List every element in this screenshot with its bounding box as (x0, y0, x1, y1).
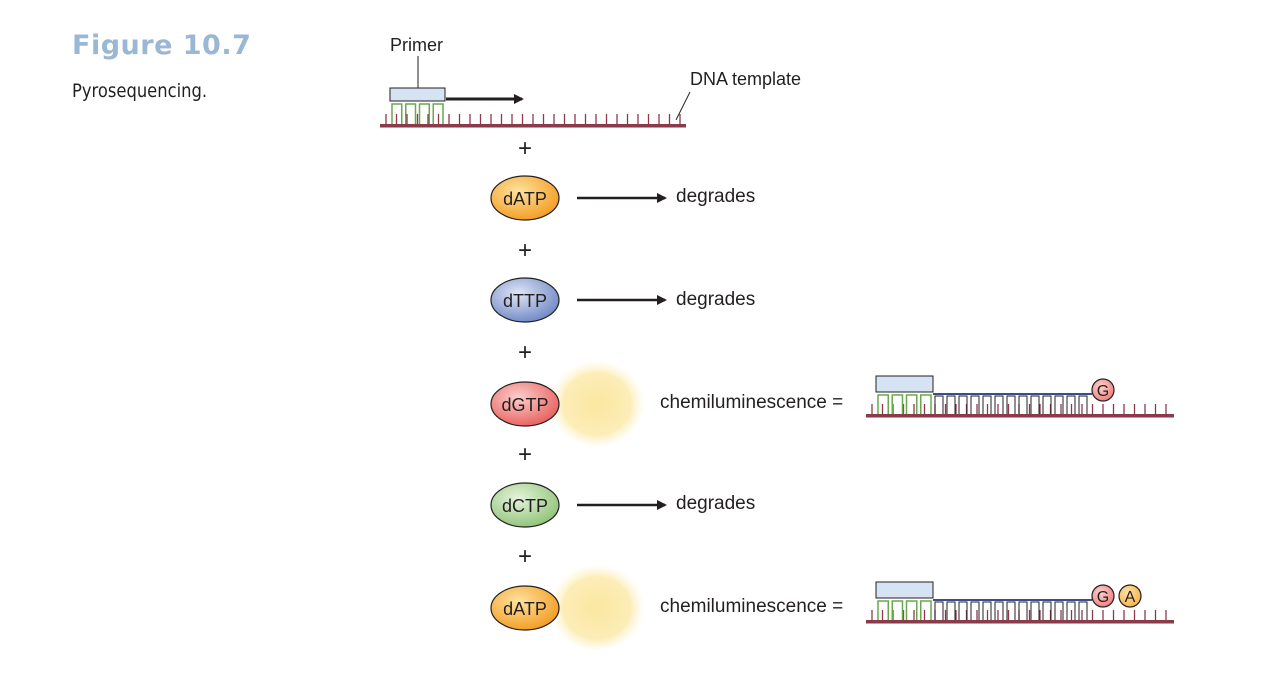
template-backbone (866, 620, 1174, 624)
added-base-g (1091, 378, 1115, 402)
primer-base-pair (418, 103, 430, 124)
new-strand-base-pair (958, 601, 968, 620)
plus-sign: + (518, 339, 532, 366)
light-glow (549, 360, 645, 448)
plus-sign: + (518, 543, 532, 570)
primer-template-complex: Primer DNA template (380, 35, 801, 128)
new-strand-base-pair (946, 395, 956, 414)
added-base-label: A (1125, 589, 1136, 606)
new-strand-base-pair (1066, 601, 1076, 620)
new-strand-base-pair (1006, 395, 1016, 414)
new-strand-base-pair (1042, 395, 1052, 414)
dna-template-strand (380, 114, 686, 128)
dttp-nucleotide (490, 277, 560, 323)
new-strand-base-pair (994, 601, 1004, 620)
primer-base-pair (405, 103, 417, 124)
result-label: degrades (676, 289, 755, 310)
extended-strand-g: G (866, 375, 1174, 418)
new-strand-base-pair (934, 395, 944, 414)
step-datp-degrades: dATP degrades (490, 175, 755, 221)
primer-base-pair (905, 600, 918, 620)
primer-base-pair (877, 394, 889, 414)
new-strand-base-pair (1018, 601, 1028, 620)
figure-title: Figure 10.7 (72, 30, 252, 61)
nucleotide-label: dATP (503, 599, 547, 619)
dctp-nucleotide (490, 482, 560, 528)
nucleotide-label: dCTP (502, 496, 548, 516)
step-dctp-degrades: dCTP degrades (490, 482, 755, 528)
primer-base-pair (920, 394, 932, 414)
new-strand-base-pair (934, 601, 944, 620)
dgtp-nucleotide (490, 381, 560, 427)
plus-sign: + (518, 237, 532, 264)
primer-base-pair (920, 600, 932, 620)
primer-base-pair (391, 103, 403, 124)
primer-label: Primer (390, 35, 443, 55)
added-base-label: G (1097, 589, 1109, 606)
new-strand-base-pair (1030, 395, 1040, 414)
primer (389, 87, 446, 124)
new-strand-base-pair (970, 395, 980, 414)
new-strand-base-pair (1054, 395, 1064, 414)
new-strand-base-pair (1078, 601, 1088, 620)
added-base-a (1118, 584, 1142, 608)
primer-base-pair (432, 103, 444, 124)
template-label: DNA template (690, 69, 801, 89)
datp-nucleotide (490, 585, 560, 631)
new-strand-base-pair (994, 395, 1004, 414)
template-leader-line (675, 91, 691, 121)
primer-block (875, 375, 934, 393)
new-strand-base-pair (946, 601, 956, 620)
new-strand-base-pair (1018, 395, 1028, 414)
plus-sign: + (518, 135, 532, 162)
new-strand-base-pair (1030, 601, 1040, 620)
result-label: chemiluminescence = (660, 392, 843, 413)
nucleotide-label: dGTP (501, 395, 548, 415)
nucleotide-label: dTTP (503, 291, 547, 311)
primer-base-pair (905, 394, 918, 414)
new-strand-base-pair (982, 601, 992, 620)
step-dttp-degrades: dTTP degrades (490, 277, 755, 323)
figure-caption: Pyrosequencing. (72, 80, 208, 102)
new-strand-base-pair (982, 395, 992, 414)
plus-sign: + (518, 441, 532, 468)
new-strand-base-pair (1078, 395, 1088, 414)
new-strand-base-pair (1054, 601, 1064, 620)
nucleotide-label: dATP (503, 189, 547, 209)
new-strand-base-pair (958, 395, 968, 414)
new-strand-base-pair (1066, 395, 1076, 414)
result-label: degrades (676, 186, 755, 207)
light-glow (549, 564, 645, 652)
primer-base-pair (877, 600, 889, 620)
primer-base-pair (891, 394, 904, 414)
primer-block (875, 581, 934, 599)
result-label: chemiluminescence = (660, 596, 843, 617)
new-strand-base-pair (970, 601, 980, 620)
new-strand-base-pair (1006, 601, 1016, 620)
primer-block (389, 87, 446, 102)
primer-base-pair (891, 600, 904, 620)
template-backbone (866, 414, 1174, 418)
new-strand-base-pair (1042, 601, 1052, 620)
step-dgtp-chemiluminescence: dGTP chemiluminescence = G (490, 360, 1174, 448)
added-base-g (1091, 584, 1115, 608)
added-base-label: G (1097, 383, 1109, 400)
datp-nucleotide (490, 175, 560, 221)
result-label: degrades (676, 493, 755, 514)
template-backbone (380, 124, 686, 128)
